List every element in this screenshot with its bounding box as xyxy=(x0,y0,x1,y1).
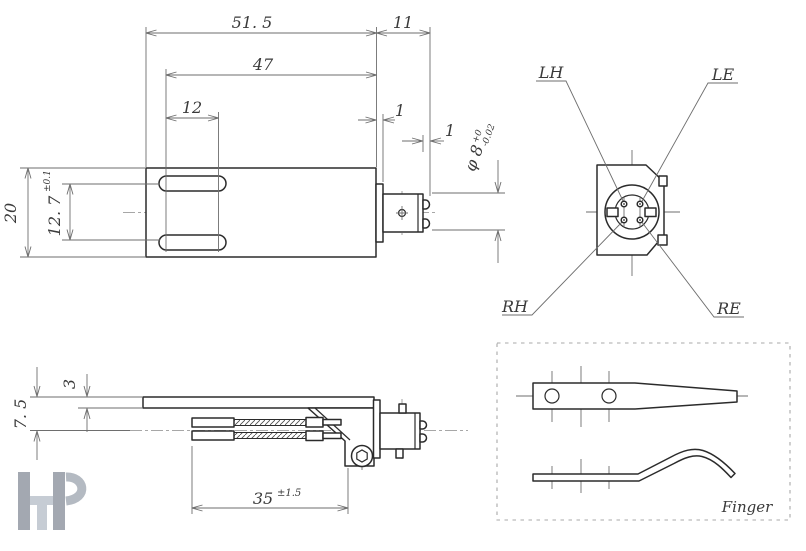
dim-body-height: 20 xyxy=(1,203,20,224)
pin-lh-dot xyxy=(623,203,625,205)
finger-hole-left xyxy=(544,388,560,404)
dim-body-length: 47 xyxy=(252,55,274,74)
logo-bar-right xyxy=(53,472,65,530)
side-pin-top xyxy=(398,403,407,414)
leader-rh xyxy=(502,220,624,316)
logo-crossbar xyxy=(30,496,53,505)
finger-caption: Finger xyxy=(721,498,773,516)
finger-box: Finger xyxy=(496,342,791,521)
finger-block-upper-left xyxy=(191,417,235,428)
side-terminal-bottom xyxy=(419,433,428,443)
extension-lines-horizontal xyxy=(20,167,505,258)
leader-re xyxy=(640,220,744,318)
leader-le xyxy=(640,82,738,204)
connector-hole-cross xyxy=(396,206,408,220)
plan-view-dimensions: 51. 5 11 47 12 1 1 20 12. 7 ±0.1 φ 8 +0 … xyxy=(1,13,505,263)
dim-finger-length: 35 xyxy=(253,489,273,508)
dim-bar-offset: 7. 5 xyxy=(11,399,30,430)
side-terminal-top xyxy=(419,420,428,430)
dim-shaft-tol-upper: +0 xyxy=(471,128,485,144)
end-view-tab-lower-right xyxy=(657,234,668,246)
label-le: LE xyxy=(711,65,735,84)
finger-block-upper-right xyxy=(305,416,324,428)
side-view-dimensions: 3 7. 5 35 ±1.5 xyxy=(11,367,348,514)
label-re: RE xyxy=(716,299,741,318)
pin-rh-dot xyxy=(623,219,625,221)
end-view-side-tab-right xyxy=(644,207,657,218)
side-flange xyxy=(372,399,381,459)
side-connector-body xyxy=(379,412,421,450)
finger-hole-right xyxy=(601,388,617,404)
end-view-outer-circle xyxy=(604,184,660,240)
finger-box-border xyxy=(496,342,791,521)
end-view-side-tab-left xyxy=(606,207,619,218)
dim-terminal-length: 1 xyxy=(445,121,455,140)
dim-overall-length: 51. 5 xyxy=(232,13,273,32)
dim-flange-thickness: 1 xyxy=(395,101,405,120)
finger-block-lower-right xyxy=(305,430,324,442)
pin-re-dot xyxy=(639,219,641,221)
mounting-slot-bottom xyxy=(158,234,227,251)
mounting-slot-top xyxy=(158,175,227,192)
finger-block-lower-left xyxy=(191,430,235,441)
logo-bar-left xyxy=(18,472,30,530)
dim-plate-thickness: 3 xyxy=(60,379,79,389)
dim-slot-spacing-tolerance: ±0.1 xyxy=(43,170,53,192)
end-view: LH LE RH RE xyxy=(501,63,744,318)
flange xyxy=(375,183,384,243)
threaded-rod-upper xyxy=(233,419,307,426)
logo-p-bowl xyxy=(65,472,87,506)
rod-stub-lower xyxy=(322,432,342,440)
label-rh: RH xyxy=(501,297,529,316)
finger-side-outline xyxy=(532,448,736,482)
pivot-boss xyxy=(350,444,374,468)
motor-body-outline xyxy=(145,167,377,258)
logo-small-bar xyxy=(37,505,47,530)
rod-stub-upper xyxy=(322,418,342,426)
pin-le-dot xyxy=(639,203,641,205)
dim-slot-spacing: 12. 7 xyxy=(45,195,64,237)
end-view-tab-upper-right xyxy=(658,175,668,187)
extension-lines xyxy=(145,27,431,252)
side-view xyxy=(130,396,468,470)
mounting-bar xyxy=(142,396,375,409)
leader-lh xyxy=(536,80,625,204)
pivot-hex-socket xyxy=(356,449,368,463)
hp-logo-watermark xyxy=(18,472,87,530)
dim-connector-length: 11 xyxy=(393,13,413,32)
dim-slot-length: 12 xyxy=(182,98,202,117)
side-pin-bottom xyxy=(395,448,404,459)
label-lh: LH xyxy=(538,63,565,82)
terminal-top xyxy=(422,199,431,210)
threaded-rod-lower xyxy=(233,432,307,439)
finger-plan-outline xyxy=(532,382,738,410)
plan-view xyxy=(123,167,437,258)
dim-finger-length-tolerance: ±1.5 xyxy=(277,488,301,499)
terminal-bottom xyxy=(422,218,431,229)
